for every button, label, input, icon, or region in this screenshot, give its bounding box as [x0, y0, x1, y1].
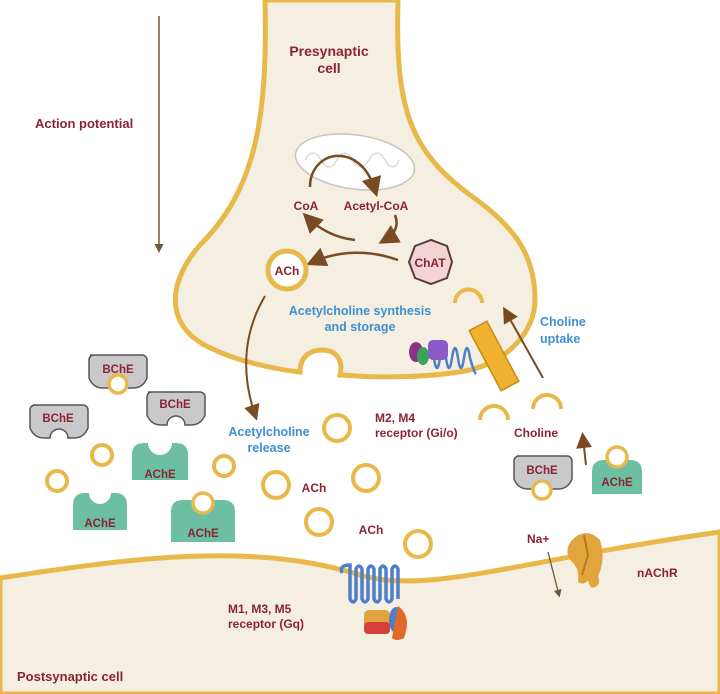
nachr-channel [567, 533, 603, 588]
ach-cleft-label-2: ACh [359, 523, 384, 537]
chat-to-ach-arrow [306, 247, 399, 267]
coa-to-acetylcoa-arrow [308, 154, 381, 198]
chat-label: ChAT [414, 256, 446, 270]
ache-enzyme: AChE [73, 493, 127, 530]
ach-vesicle [265, 248, 309, 292]
release-label-1: Acetylcholine [228, 425, 309, 439]
ach-molecule [351, 463, 381, 493]
na-label: Na+ [527, 532, 549, 546]
svg-text:AChE: AChE [144, 469, 176, 481]
ach-molecule [90, 443, 114, 467]
m1-m3-m5-label-2: receptor (Gq) [228, 617, 304, 631]
postsynaptic-cell [0, 529, 720, 694]
svg-text:BChE: BChE [526, 465, 558, 477]
m2-m4-label-1: M2, M4 [375, 411, 415, 425]
acetylcoa-to-chat-arrow [378, 214, 401, 244]
uptake-label-1: Choline [540, 315, 586, 329]
choline-arc [478, 404, 510, 421]
na-influx-arrow [547, 551, 562, 598]
synthesis-label-1: Acetylcholine synthesis [289, 304, 431, 318]
presynaptic-label-1: Presynaptic [289, 43, 369, 59]
ach-molecule [322, 413, 352, 443]
ach-molecule [45, 469, 69, 493]
uptake-label-2: uptake [540, 332, 580, 346]
synthesis-label-2: and storage [325, 320, 396, 334]
chat-enzyme: ChAT [407, 238, 454, 286]
ach-vesicle-label: ACh [275, 264, 300, 278]
ach-cleft-label-1: ACh [302, 481, 327, 495]
svg-text:BChE: BChE [42, 413, 74, 425]
ach-molecules [45, 413, 433, 559]
bche-enzyme: BChE [513, 455, 573, 501]
release-arrow [244, 295, 266, 421]
svg-text:AChE: AChE [84, 518, 116, 530]
choline-label: Choline [514, 426, 558, 440]
ache-enzyme: AChE [132, 443, 188, 481]
m1-m3-m5-receptor [339, 563, 407, 640]
bche-enzyme: BChE [88, 354, 148, 395]
m1-m3-m5-label-1: M1, M3, M5 [228, 602, 292, 616]
svg-text:BChE: BChE [159, 399, 191, 411]
bche-enzyme: BChE [29, 404, 89, 439]
choline-transporter [468, 320, 520, 392]
ache-to-choline-arrow [576, 432, 593, 466]
release-label-2: release [247, 441, 290, 455]
ach-molecule [261, 470, 291, 500]
to-coa-arrow [302, 212, 356, 242]
nachr-label: nAChR [637, 566, 678, 580]
bche-enzyme: BChE [146, 391, 206, 426]
acetyl-coa-label: Acetyl-CoA [344, 199, 409, 213]
ach-molecule [304, 507, 334, 537]
choline-recycled-arc [453, 287, 484, 304]
svg-text:AChE: AChE [601, 477, 633, 489]
postsynaptic-label: Postsynaptic cell [17, 669, 123, 684]
ache-enzyme: AChE [592, 445, 642, 494]
coa-label: CoA [294, 199, 319, 213]
choline-uptake-arrow [503, 306, 544, 379]
choline-arc [531, 393, 563, 410]
ache-enzyme: AChE [171, 491, 235, 542]
svg-text:BChE: BChE [102, 364, 134, 376]
ach-molecule [403, 529, 433, 559]
m2-m4-receptor [409, 340, 477, 375]
presynaptic-label-2: cell [317, 60, 340, 76]
action-potential-label: Action potential [35, 116, 133, 131]
m2-m4-label-2: receptor (Gi/o) [375, 426, 458, 440]
svg-text:AChE: AChE [187, 528, 219, 540]
ach-molecule [212, 454, 236, 478]
